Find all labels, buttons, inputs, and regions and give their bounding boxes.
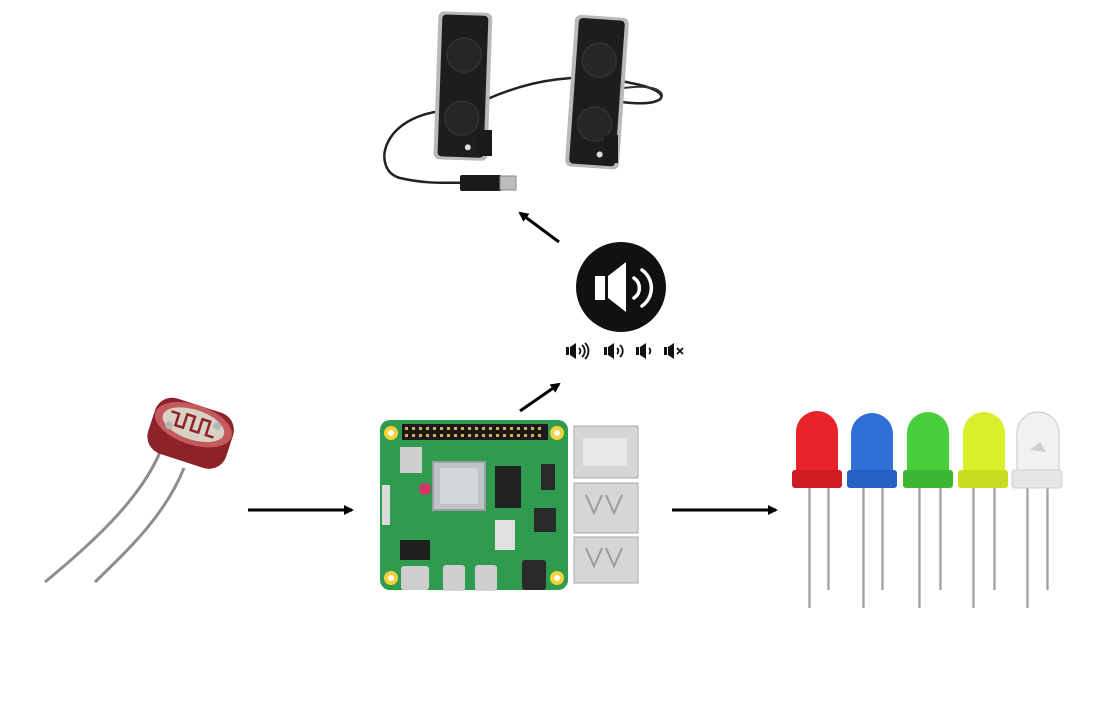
raspberry-pi-board-icon	[380, 420, 639, 591]
led-blue-icon	[847, 413, 897, 608]
led-red-icon	[792, 411, 842, 608]
photoresistor-icon	[44, 397, 234, 584]
volume-mute-icon	[664, 343, 684, 359]
arrow-pi-to-volume	[519, 382, 561, 413]
volume-icon	[576, 242, 666, 332]
volume-low-icon	[636, 343, 652, 359]
led-green-icon	[903, 412, 953, 608]
led-white-icon	[1011, 411, 1063, 608]
volume-medium-icon	[604, 343, 624, 359]
arrow-volume-to-speakers	[518, 211, 560, 244]
led-yellow-icon	[958, 412, 1008, 608]
usb-speakers-icon	[383, 11, 663, 191]
volume-high-icon	[566, 342, 590, 360]
